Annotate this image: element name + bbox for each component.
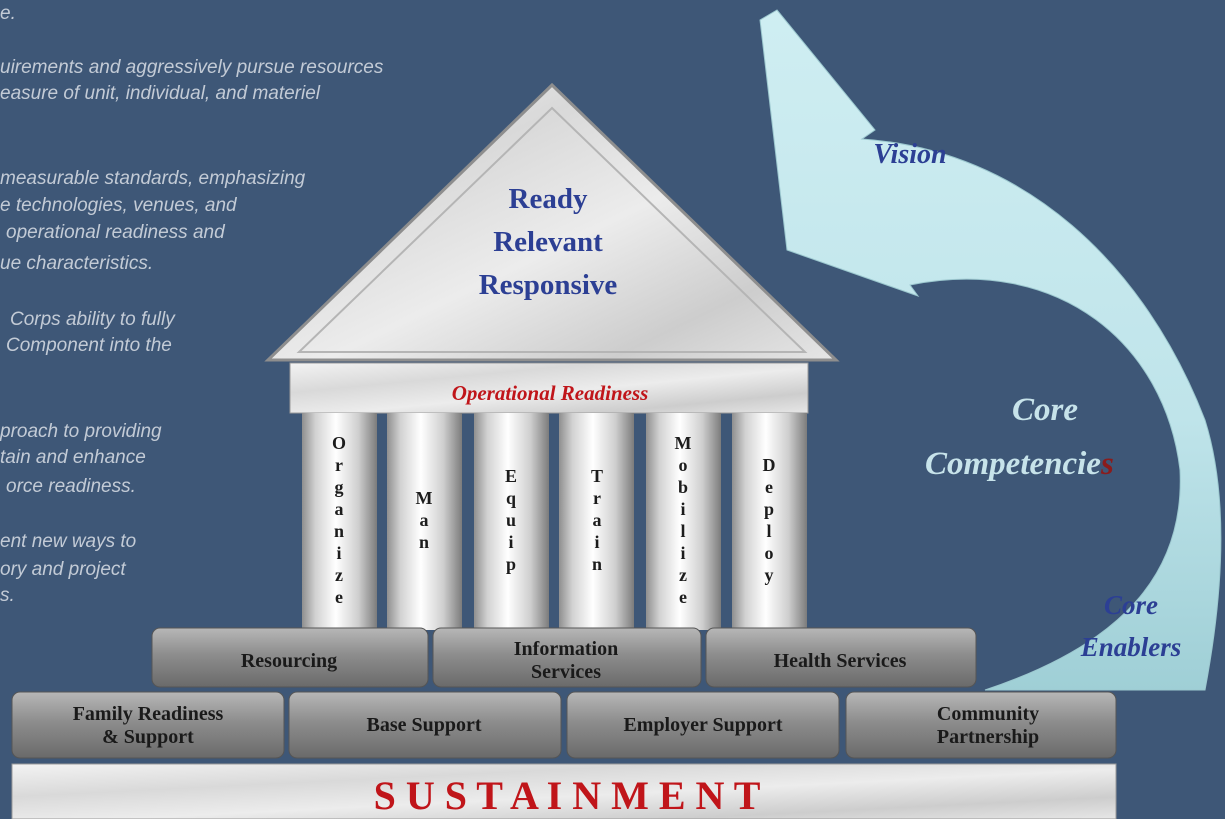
pillar-letter: n [419, 532, 429, 552]
pillar-letter: z [679, 565, 687, 585]
information-services-label-line2: Services [531, 661, 601, 683]
body-text-line: tain and enhance [0, 447, 146, 468]
body-text-line: ory and project [0, 559, 126, 580]
community-partnership-label-line1: Community [937, 703, 1039, 725]
pillars [302, 413, 807, 630]
core-competencies-text: Competencie [925, 446, 1101, 482]
roof-title-relevant: Relevant [493, 226, 603, 258]
pillar-letter: b [678, 477, 688, 497]
core-competencies-label-line2: Competencies [925, 446, 1114, 482]
sustainment-label: S U S T A I N M E N T [374, 773, 761, 818]
pillar-letter: M [416, 488, 433, 508]
pillar-equip [474, 413, 549, 630]
pillar-letter: n [334, 521, 344, 541]
pillar-letter: i [680, 499, 685, 519]
operational-readiness-label: Operational Readiness [452, 381, 649, 405]
pillar-letter: p [506, 554, 516, 574]
pillar-letter: e [679, 587, 687, 607]
family-readiness-label-line1: Family Readiness [73, 703, 224, 725]
upper-step [151, 627, 977, 688]
pillar-letter: n [592, 554, 602, 574]
vision-label: Vision [873, 139, 946, 170]
body-text-line: e technologies, venues, and [0, 195, 237, 216]
pillar-letter: e [335, 587, 343, 607]
lower-block-base-support [288, 691, 562, 759]
body-text-line: measurable standards, emphasizing [0, 168, 306, 189]
roof-title-responsive: Responsive [479, 269, 618, 301]
information-services-label-line1: Information [514, 638, 618, 660]
upper-block-resourcing [151, 627, 429, 688]
core-enablers-label-line1: Core [1104, 590, 1158, 620]
body-text-line: uirements and aggressively pursue resour… [0, 57, 384, 78]
circular-arrow [759, 9, 1222, 691]
pillar-organize [302, 413, 377, 630]
pillar-letter: D [763, 455, 776, 475]
pillar-deploy [732, 413, 807, 630]
health-services-label: Health Services [774, 650, 907, 672]
community-partnership-label-line2: Partnership [937, 726, 1039, 748]
body-text-line: operational readiness and [6, 222, 225, 243]
pillar-letter: u [506, 510, 516, 530]
body-text-line: easure of unit, individual, and materiel [0, 83, 321, 104]
core-competencies-last-letter: s [1100, 446, 1114, 482]
pillar-letter: p [764, 499, 774, 519]
body-text-line: e. [0, 3, 16, 24]
pillar-letter: o [679, 455, 688, 475]
pillar-letter: z [335, 565, 343, 585]
roof-title-ready: Ready [509, 183, 588, 215]
pillar-letter: e [765, 477, 773, 497]
pillar-letter: y [765, 565, 774, 585]
lower-step [11, 691, 1117, 759]
pillar-letter: a [420, 510, 429, 530]
pillar-letter: i [508, 532, 513, 552]
employer-support-label: Employer Support [623, 714, 782, 736]
foundation [11, 763, 1117, 819]
body-text-line: Component into the [6, 335, 172, 356]
pillar-letter: T [591, 466, 603, 486]
pillar-letter: i [336, 543, 341, 563]
upper-block-health-services [705, 627, 977, 688]
lower-block-community-partnership [845, 691, 1117, 759]
pillar-letter: a [335, 499, 344, 519]
pillar-letter: O [332, 433, 346, 453]
body-text-line: orce readiness. [6, 476, 136, 497]
pillar-letter: g [335, 477, 344, 497]
body-text-line: Corps ability to fully [10, 309, 175, 330]
base-support-label: Base Support [366, 714, 481, 736]
body-text-line: ent new ways to [0, 531, 137, 552]
lower-block-employer-support [566, 691, 840, 759]
pillar-letter: M [675, 433, 692, 453]
lower-block-family-readiness [11, 691, 285, 759]
pillar-letter: E [505, 466, 517, 486]
upper-block-information-services [432, 627, 702, 688]
pillar-letter: r [335, 455, 343, 475]
resourcing-label: Resourcing [241, 650, 337, 672]
pillar-letter: i [594, 532, 599, 552]
pillar-letter: a [593, 510, 602, 530]
core-competencies-label-line1: Core [1012, 392, 1078, 428]
pillar-letter: l [766, 521, 771, 541]
pillar-letter: r [593, 488, 601, 508]
pillar-letter: l [680, 521, 685, 541]
body-text-line: proach to providing [0, 421, 162, 442]
body-text-line: s. [0, 585, 15, 606]
pillar-man [387, 413, 462, 630]
pillar-letter: q [506, 488, 516, 508]
body-text-line: ue characteristics. [0, 253, 154, 274]
core-enablers-label-line2: Enablers [1080, 632, 1182, 662]
pillar-letter: o [765, 543, 774, 563]
family-readiness-label-line2: & Support [102, 726, 194, 748]
pillar-mobilize [646, 413, 721, 630]
pillar-train [559, 413, 634, 630]
pillar-letter: i [680, 543, 685, 563]
roof-pediment [264, 82, 840, 362]
